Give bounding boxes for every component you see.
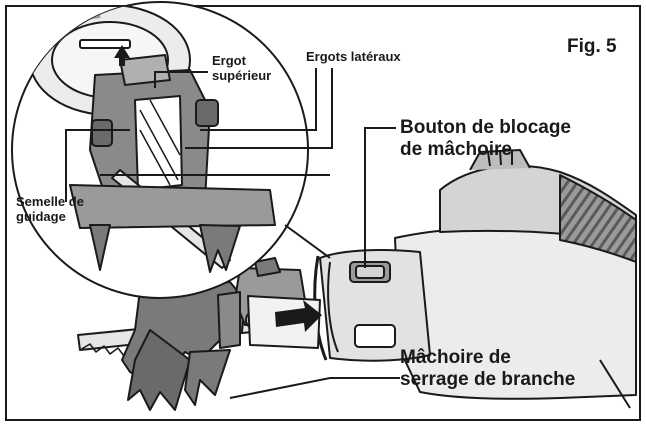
label-line: supérieur (212, 67, 272, 83)
zoom-detail (11, 1, 309, 299)
zoom-tail (284, 224, 331, 259)
label-bouton-blocage: Bouton de blocage de mâchoire (400, 117, 571, 161)
saw-body (313, 149, 637, 409)
insert-arrow (275, 300, 322, 332)
label-line: Bouton de blocage (400, 117, 571, 138)
label-line: Mâchoire de (400, 347, 511, 368)
label-line: serrage de branche (400, 368, 576, 390)
leader-lines (65, 68, 400, 399)
label-ergot-superieur: Ergot supérieur (212, 53, 272, 84)
figure-number: Fig. 5 (567, 36, 617, 57)
label-line: Semelle de (16, 194, 84, 209)
label-line: de mâchoire (400, 138, 512, 160)
label-line: guidage (16, 208, 66, 224)
label-machoire-serrage: Mâchoire de serrage de branche (400, 347, 575, 391)
label-line: Ergot (212, 53, 246, 68)
label-semelle-guidage: Semelle de guidage (16, 194, 84, 225)
label-ergots-lateraux: Ergots latéraux (306, 49, 401, 64)
